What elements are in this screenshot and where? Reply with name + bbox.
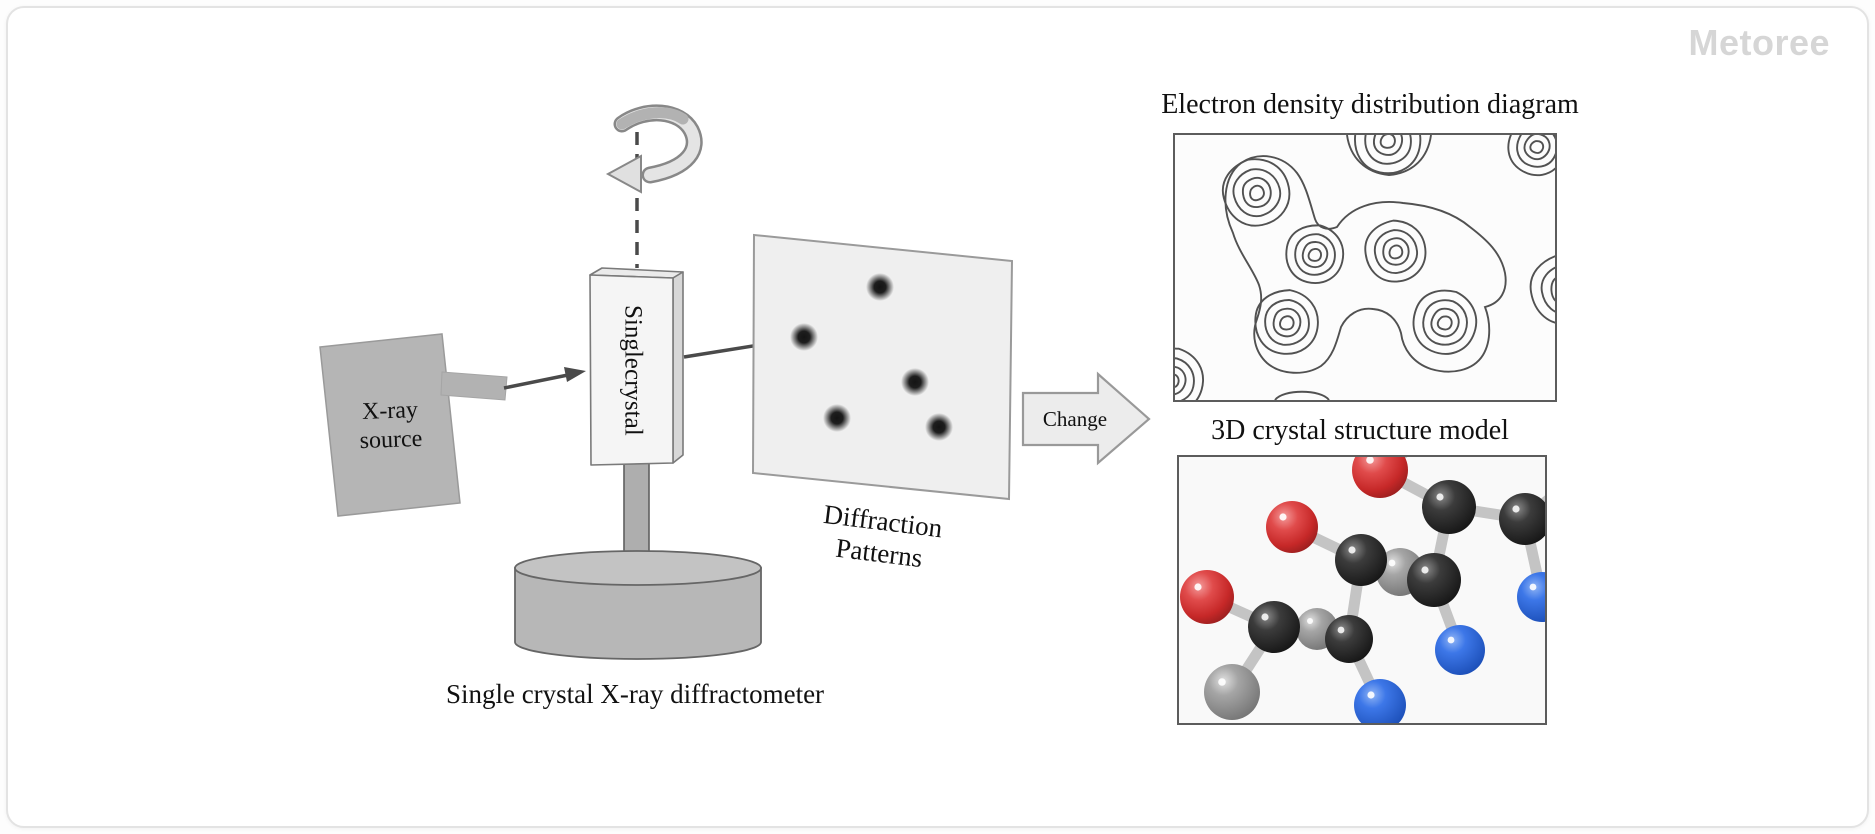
single-crystal-label: Single crystal [598,305,666,445]
single-crystal-label-line1: Single [619,305,647,369]
electron-density-panel [1173,133,1557,402]
change-arrow-label: Change [1042,407,1108,431]
rotation-arrow-icon [605,104,703,194]
metoree-logo: Metoree [1688,22,1830,63]
crystal-model-title: 3D crystal structure model [1211,415,1509,446]
electron-density-title: Electron density distribution diagram [1161,89,1579,120]
xray-source-box [319,333,508,517]
xray-source-label-line2: source [359,426,423,455]
xray-beam-arrow [503,367,586,390]
diffraction-spots [790,273,953,441]
contour-plot [1175,135,1555,400]
xray-source-label: X-ray source [327,395,454,458]
single-crystal-box [589,267,684,466]
ball-stick-model [1180,457,1545,723]
crystal-model-panel [1177,455,1547,725]
xray-source-label-line1: X-ray [361,397,419,425]
atoms [1180,457,1545,723]
xray-collimator [440,371,508,401]
detector-panel [751,233,1014,501]
base-cylinder [514,550,762,660]
diffractometer-caption: Single crystal X-ray diffractometer [445,679,825,709]
single-crystal-label-line2: crystal [619,368,647,436]
change-arrow [1021,371,1151,466]
